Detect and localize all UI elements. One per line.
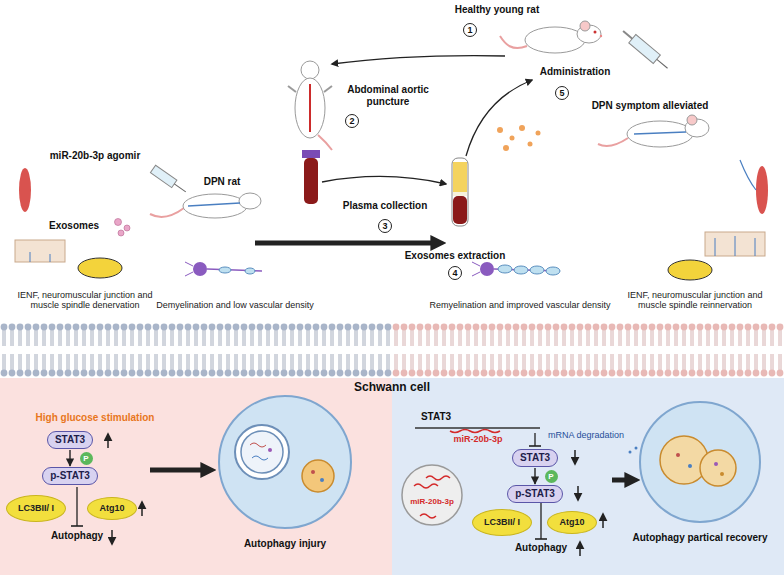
step-label: Exosomes: [49, 220, 99, 232]
exosome-dots: [497, 125, 541, 151]
neuron-demyelinated: [185, 262, 262, 276]
muscle-skin-right: [668, 160, 768, 280]
step-label: Plasma collection: [343, 200, 427, 212]
node-text: LC3BII/ I: [484, 517, 520, 527]
node-text: p-STAT3: [50, 470, 90, 481]
node-text: LC3BII/ I: [18, 503, 54, 513]
callout-number: 1: [463, 23, 477, 37]
caption-note: IENF, neuromuscular junction and muscle …: [613, 290, 778, 311]
protein-pill: STAT3: [47, 431, 93, 449]
caption-note: IENF, neuromuscular junction and muscle …: [5, 290, 165, 311]
flow-arrow: [466, 80, 532, 156]
mechanism-note: mRNA degradation: [548, 430, 624, 440]
mirna-label: miR-20b-3p: [410, 497, 454, 506]
protein-ellipse: LC3BII/ I: [6, 495, 66, 522]
healthy-rat: [500, 21, 602, 53]
flow-arrow: [322, 176, 446, 184]
neuron-remyelinated: [472, 262, 560, 276]
autophagy-recovery-cell: [640, 402, 760, 522]
protein-ellipse: LC3BII/ I: [472, 509, 532, 536]
mirna-label: miR-20b-3p: [453, 434, 502, 444]
exosome-vesicle: [402, 465, 462, 525]
blood-tube: [302, 150, 320, 204]
caption-note: Remyelination and improved vascular dens…: [429, 300, 610, 310]
flow-arrow: [332, 56, 505, 64]
centrifuge-tube: [452, 158, 468, 226]
main-arrow: [255, 241, 440, 246]
node-text: Atg10: [559, 517, 584, 527]
callout-number: 3: [378, 219, 392, 233]
agomir-syringe: [150, 165, 188, 195]
panels: [0, 378, 784, 575]
node-text: p-STAT3: [515, 488, 555, 499]
step-label: miR-20b-3p agomir: [50, 150, 141, 162]
node-text: P: [83, 454, 88, 463]
node-text: STAT3: [520, 452, 550, 463]
node-text: Atg10: [99, 503, 124, 513]
node-text: STAT3: [55, 434, 85, 445]
protein-pill: STAT3: [512, 449, 558, 467]
process-label: Autophagy: [515, 542, 567, 554]
treated-rat: [598, 115, 709, 147]
step-label: Exosomes extraction: [405, 250, 506, 262]
stimulus-label: High glucose stimulation: [36, 412, 155, 424]
phosphate-circle: P: [80, 452, 93, 465]
signal-arrow: [69, 450, 70, 466]
caption-note: Demyelination and low vascular density: [156, 300, 314, 310]
protein-ellipse: Atg10: [87, 497, 137, 520]
step-label: Abdominal aortic puncture: [340, 84, 436, 107]
mrna-label: STAT3: [421, 411, 451, 423]
step-label: DPN symptom alleviated: [592, 100, 709, 112]
outcome-label: Autophagy partical recovery: [632, 532, 767, 544]
node-text: P: [548, 472, 553, 481]
syringe: [620, 27, 672, 73]
exosome-cluster: [115, 219, 131, 237]
membrane: [0, 322, 784, 378]
autophagy-injury-cell: [219, 396, 351, 528]
supine-rat: [288, 61, 332, 150]
callout-number: 4: [448, 266, 462, 280]
phosphate-circle: P: [545, 470, 558, 483]
signal-arrow: [534, 468, 535, 484]
callout-number: 2: [345, 114, 359, 128]
dpn-rat: [150, 193, 261, 218]
step-label: Administration: [540, 66, 611, 78]
cell-label: Schwann cell: [354, 381, 430, 395]
step-label: DPN rat: [204, 176, 241, 188]
step-label: Healthy young rat: [455, 4, 539, 16]
protein-pill: p-STAT3: [42, 467, 98, 485]
muscle-skin-left: [15, 168, 122, 278]
left-pathway-marks: [71, 434, 210, 544]
outcome-label: Autophagy injury: [244, 538, 326, 550]
callout-number: 5: [555, 86, 569, 100]
protein-ellipse: Atg10: [547, 511, 597, 534]
process-label: Autophagy: [51, 530, 103, 542]
protein-pill: p-STAT3: [507, 485, 563, 503]
